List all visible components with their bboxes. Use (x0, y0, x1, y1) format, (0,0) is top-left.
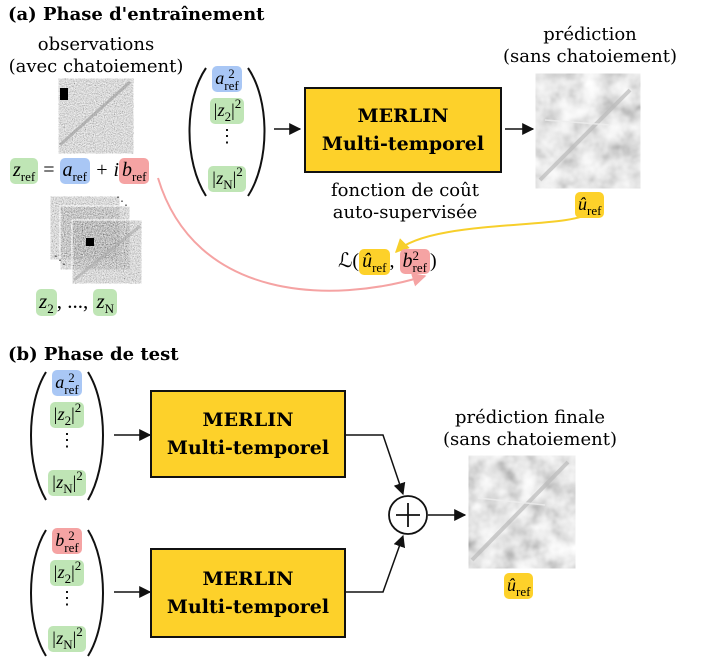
arrow-model1-to-sum (345, 434, 406, 496)
training-vector-parens (188, 67, 266, 197)
merlin-model-train: MERLIN Multi-temporel (304, 87, 502, 173)
arrow-bref-to-loss (157, 177, 427, 292)
prediction-image-train (534, 72, 642, 190)
final-prediction-caption: prédiction finale (sans chatoiement) (443, 407, 617, 450)
prediction-caption: prédiction (sans chatoiement) (503, 24, 677, 67)
test-title: (b) Phase de test (8, 344, 179, 365)
merlin-model-test-b: MERLIN Multi-temporel (150, 548, 346, 638)
prediction-image-test (467, 454, 577, 570)
svg-text:⋱: ⋱ (116, 194, 128, 208)
observations-caption-line1: observations (37, 34, 155, 55)
merlin-model-test-a: MERLIN Multi-temporel (150, 390, 346, 478)
observation-stack: ⋱ ⋱ (49, 194, 143, 285)
svg-text:⋱: ⋱ (54, 253, 66, 267)
bref-term: bref (119, 158, 150, 184)
arrow-model2-to-sum (345, 534, 406, 593)
observations-caption: observations (avec chatoiement) (4, 34, 188, 78)
zref-term: zref (10, 158, 39, 184)
training-title: (a) Phase d'entraînement (8, 4, 265, 25)
test-vector2-parens (30, 529, 104, 657)
test-vector1-parens (30, 371, 104, 501)
aref-term: aref (59, 158, 90, 184)
z-list: z2, ..., zN (36, 289, 118, 316)
loss-caption: fonction de coût auto-supervisée (331, 180, 479, 223)
uhat-label-test: ûref (504, 573, 534, 599)
observation-image-ref (57, 77, 135, 155)
observations-caption-line2: (avec chatoiement) (8, 56, 184, 77)
uhat-label-train: ûref (575, 192, 605, 218)
